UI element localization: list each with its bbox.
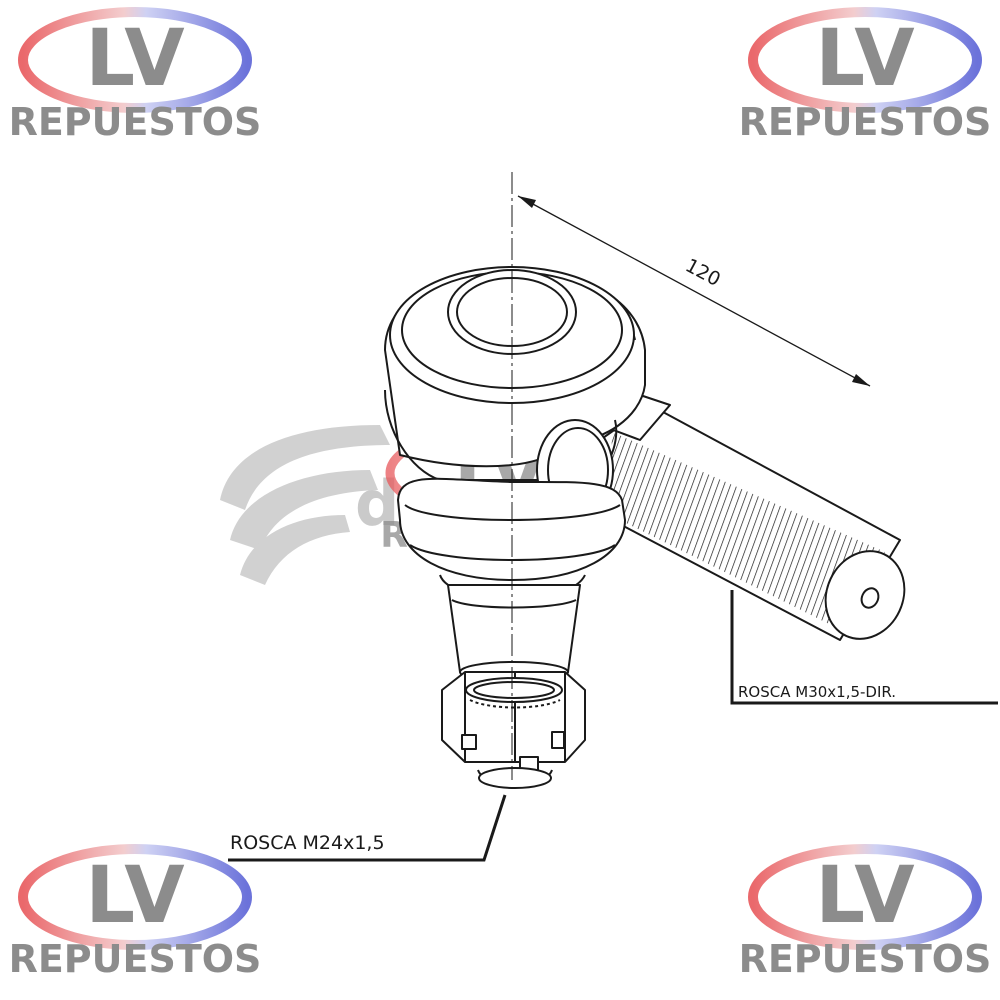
logo-brand-word: REPUESTOS: [9, 100, 262, 144]
tie-rod-end: [384, 172, 906, 789]
thread-bottom-label: ROSCA M24x1,5: [230, 832, 385, 854]
logo-letters: LV: [815, 851, 914, 941]
logo-bottom-right: LV REPUESTOS: [739, 844, 992, 981]
castle-nut: [441, 671, 586, 789]
threaded-shank: [599, 394, 906, 641]
logo-letters: LV: [85, 14, 184, 104]
ball-joint-housing: [384, 266, 646, 599]
dimension-value: 120: [682, 254, 724, 290]
tapered-pin: [447, 584, 581, 683]
leader-right: [730, 590, 998, 705]
logo-brand-word: REPUESTOS: [739, 937, 992, 981]
logo-bottom-left: LV REPUESTOS: [9, 844, 262, 981]
thread-right-label: ROSCA M30x1,5-DIR.: [738, 683, 896, 701]
logo-brand-word: REPUESTOS: [739, 100, 992, 144]
logo-top-right: LV REPUESTOS: [739, 7, 992, 144]
logo-letters: LV: [85, 851, 184, 941]
leader-bottom: [228, 794, 507, 862]
logo-top-left: LV REPUESTOS: [9, 7, 262, 144]
logo-letters: LV: [815, 14, 914, 104]
logo-brand-word: REPUESTOS: [9, 937, 262, 981]
dimension-120: [517, 195, 871, 387]
